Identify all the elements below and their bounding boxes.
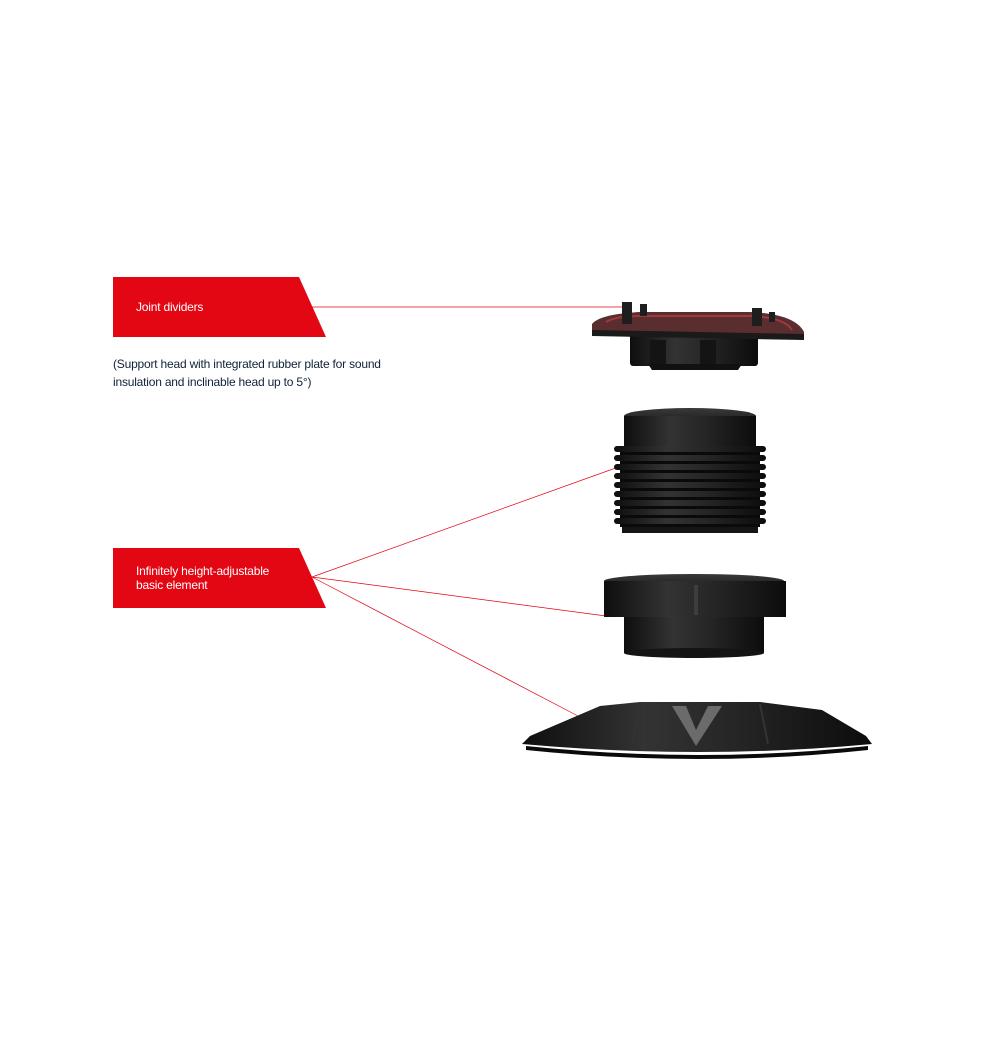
callout-banner-shape [113,277,326,337]
thread-ridge [614,518,766,524]
connector-base-plate [311,576,579,717]
thread-spindle [614,408,766,533]
thread-ridge [614,473,766,479]
thread-groove [620,488,760,491]
thread-groove [620,497,760,500]
thread-ridge [614,509,766,515]
connector-adjustment-ring [311,576,607,617]
base-plate [522,702,872,759]
callout-joint-dividers: Joint dividers [113,277,326,337]
thread-groove [620,470,760,473]
connector-lines [311,306,628,717]
connector-thread-spindle [311,464,625,578]
support-head [592,302,804,370]
thread-groove [620,515,760,518]
thread-groove [620,524,760,527]
thread-groove [620,506,760,509]
callout-banner-shape [113,548,326,608]
callout-note: (Support head with integrated rubber pla… [113,357,381,389]
thread-ridge [614,455,766,461]
joint-divider-tab-left [622,302,632,324]
thread-ridge [614,464,766,470]
joint-divider-tab-right [752,308,762,326]
adjustment-ring [604,574,786,658]
thread-groove [620,479,760,482]
spindle-bottom [622,527,758,533]
thread-groove [620,452,760,455]
thread-ridge [614,482,766,488]
thread-ridge [614,446,766,452]
callout-label: Infinitely height-adjustable basic eleme… [136,564,270,592]
thread-groove [620,461,760,464]
callout-label: Joint dividers [136,300,204,314]
callout-basic-element: Infinitely height-adjustable basic eleme… [113,548,326,608]
thread-ridge [614,491,766,497]
thread-ridge [614,500,766,506]
